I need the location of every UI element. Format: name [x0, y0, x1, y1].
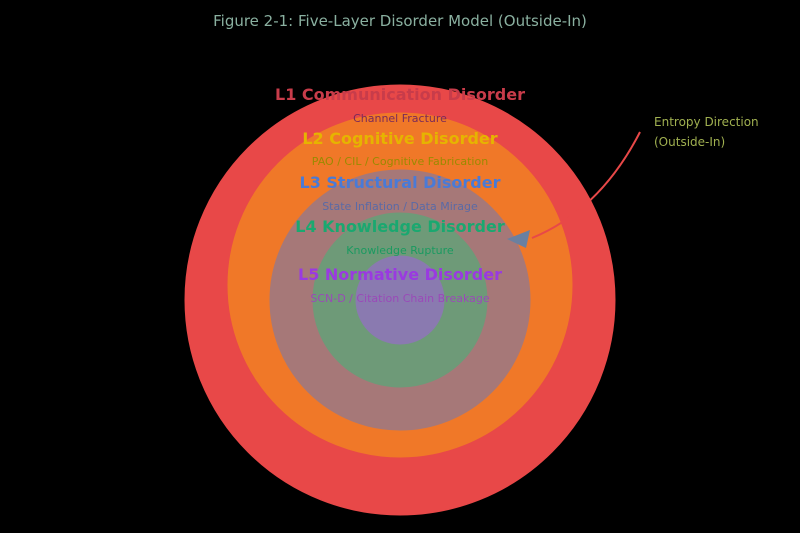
layer-subtitle-l5: SCN-D / Citation Chain Breakage — [310, 292, 490, 305]
entropy-direction-arrow — [531, 131, 641, 239]
figure-title: Figure 2-1: Five-Layer Disorder Model (O… — [213, 12, 587, 30]
layer-label-l3: L3 Structural Disorder — [300, 173, 501, 192]
annotation-entropy-direction: Entropy Direction — [654, 115, 759, 129]
layer-label-l2: L2 Cognitive Disorder — [302, 129, 497, 148]
layer-subtitle-l1: Channel Fracture — [353, 112, 447, 125]
layer-label-l4: L4 Knowledge Disorder — [295, 217, 505, 236]
entropy-arrowhead-icon — [507, 230, 530, 248]
ring-l5-normative — [355, 255, 445, 345]
layer-subtitle-l2: PAO / CIL / Cognitive Fabrication — [312, 155, 488, 168]
layer-subtitle-l4: Knowledge Rupture — [346, 244, 454, 257]
layer-label-l5: L5 Normative Disorder — [298, 265, 502, 284]
layer-subtitle-l3: State Inflation / Data Mirage — [322, 200, 478, 213]
layer-label-l1: L1 Communication Disorder — [275, 85, 525, 104]
annotation-outside-in: (Outside-In) — [654, 135, 725, 149]
